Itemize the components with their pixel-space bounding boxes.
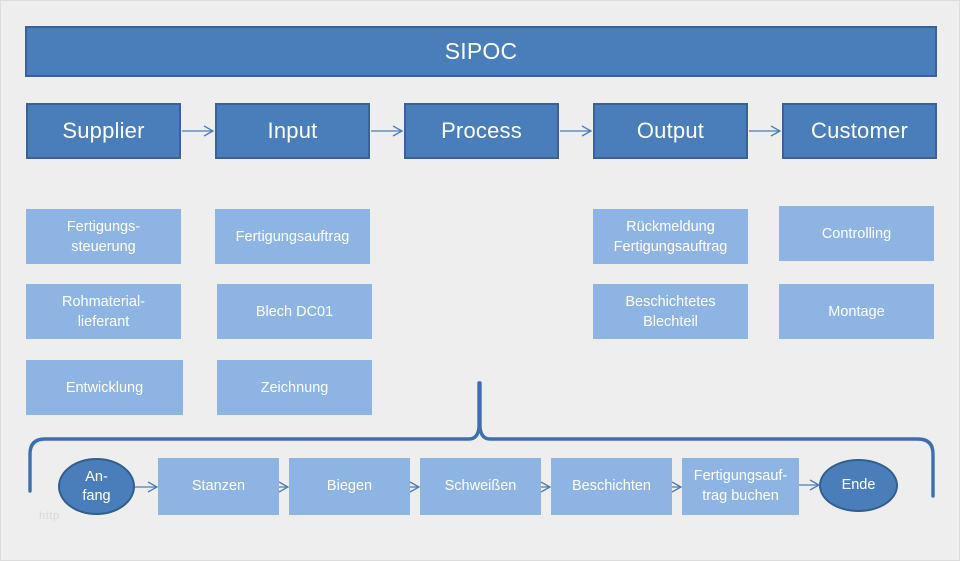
- customer-item-2-line-1: Montage: [828, 303, 885, 320]
- input-item-2-line-1: Blech DC01: [255, 303, 334, 320]
- column-header-input-label: Input: [267, 118, 318, 143]
- column-header-supplier-label: Supplier: [62, 118, 145, 143]
- flow-step-5-line-1: Fertigungsauf-: [693, 467, 788, 484]
- flow-step-1[interactable]: Stanzen: [158, 458, 279, 515]
- flow-step-5[interactable]: Fertigungsauf- trag buchen: [682, 458, 799, 515]
- watermark-text: http: [39, 510, 60, 522]
- column-header-input[interactable]: Input: [215, 103, 370, 159]
- supplier-item-1-line-1: Fertigungs-: [66, 218, 141, 235]
- flow-start-line-2: fang: [82, 487, 111, 504]
- column-header-output-label: Output: [636, 118, 705, 143]
- supplier-item-2[interactable]: Rohmaterial- lieferant: [26, 284, 181, 339]
- flow-step-1-line-1: Stanzen: [191, 477, 246, 494]
- input-item-1-line-1: Fertigungsauftrag: [235, 228, 350, 245]
- input-item-1[interactable]: Fertigungsauftrag: [215, 209, 370, 264]
- input-item-2[interactable]: Blech DC01: [217, 284, 372, 339]
- input-item-3-line-1: Zeichnung: [260, 379, 329, 396]
- flow-step-2-line-1: Biegen: [326, 477, 373, 494]
- supplier-item-3-line-1: Entwicklung: [65, 379, 144, 396]
- output-item-2[interactable]: Beschichtetes Blechteil: [593, 284, 748, 339]
- flow-step-4[interactable]: Beschichten: [551, 458, 672, 515]
- flow-step-2[interactable]: Biegen: [289, 458, 410, 515]
- customer-item-1[interactable]: Controlling: [779, 206, 934, 261]
- column-header-supplier[interactable]: Supplier: [26, 103, 181, 159]
- output-item-1-line-1: Rückmeldung: [626, 218, 715, 235]
- supplier-item-1-line-2: steuerung: [71, 238, 136, 255]
- page-title: SIPOC: [444, 38, 518, 64]
- flow-step-4-line-1: Beschichten: [572, 477, 651, 494]
- flow-end-terminator[interactable]: Ende: [819, 459, 898, 512]
- flow-start-terminator[interactable]: An- fang: [58, 458, 135, 515]
- input-item-3[interactable]: Zeichnung: [217, 360, 372, 415]
- supplier-item-3[interactable]: Entwicklung: [26, 360, 183, 415]
- column-header-output[interactable]: Output: [593, 103, 748, 159]
- flow-start-line-1: An-: [85, 468, 108, 485]
- output-item-2-line-2: Blechteil: [643, 313, 698, 330]
- diagram-title-bar: SIPOC: [25, 26, 937, 77]
- supplier-item-2-line-1: Rohmaterial-: [62, 293, 145, 310]
- customer-item-1-line-1: Controlling: [821, 225, 892, 242]
- supplier-item-1[interactable]: Fertigungs- steuerung: [26, 209, 181, 264]
- supplier-item-2-line-2: lieferant: [77, 313, 130, 330]
- flow-step-3-line-1: Schweißen: [444, 477, 517, 494]
- column-header-customer[interactable]: Customer: [782, 103, 937, 159]
- customer-item-2[interactable]: Montage: [779, 284, 934, 339]
- flow-step-5-line-2: trag buchen: [702, 487, 779, 504]
- column-header-customer-label: Customer: [811, 118, 908, 143]
- flow-end-line-1: Ende: [841, 477, 876, 494]
- output-item-1[interactable]: Rückmeldung Fertigungsauftrag: [593, 209, 748, 264]
- output-item-2-line-1: Beschichtetes: [625, 293, 716, 310]
- flow-step-3[interactable]: Schweißen: [420, 458, 541, 515]
- output-item-1-line-2: Fertigungsauftrag: [613, 238, 728, 255]
- column-header-process[interactable]: Process: [404, 103, 559, 159]
- column-header-process-label: Process: [441, 118, 522, 143]
